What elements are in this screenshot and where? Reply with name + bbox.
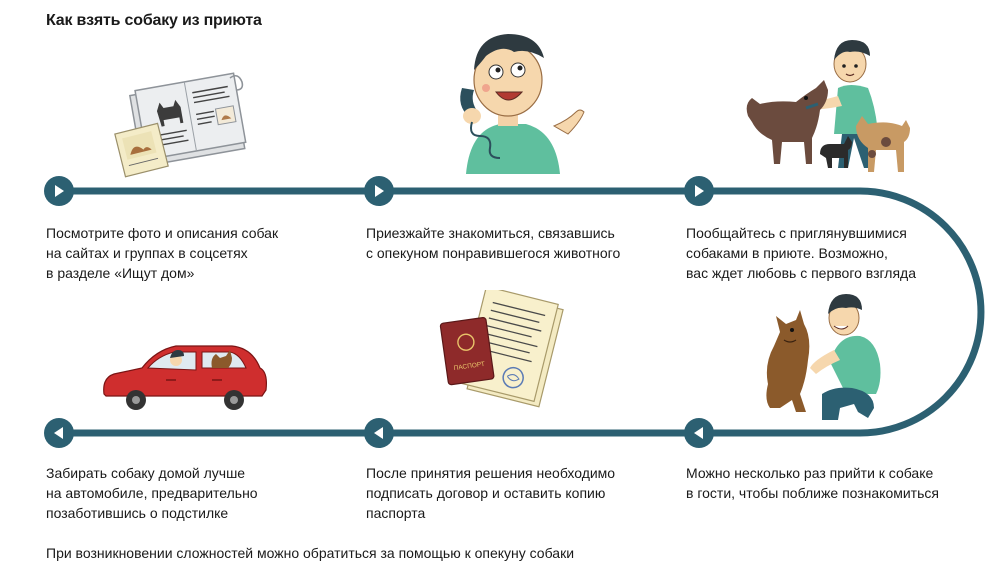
- play-right-icon: [375, 185, 384, 197]
- step-5-text: После принятия решения необходимо подпис…: [366, 463, 636, 523]
- step-1-line-3: в разделе «Ищут дом»: [46, 265, 195, 281]
- step-node-1: [44, 176, 74, 206]
- play-left-icon: [694, 427, 703, 439]
- man-hugging-dog-illustration: [766, 294, 881, 420]
- play-right-icon: [55, 185, 64, 197]
- step-5-line-1: После принятия решения необходимо: [366, 465, 616, 481]
- step-4-line-2: в гости, чтобы поближе познакомиться: [686, 485, 939, 501]
- step-1-line-1: Посмотрите фото и описания собак: [46, 225, 279, 241]
- man-with-dogs-illustration: [746, 40, 910, 172]
- step-3-line-1: Пообщайтесь с приглянувшимися: [686, 225, 907, 241]
- passport-contract-illustration: ПАСПОРТ: [439, 290, 564, 408]
- step-6-line-1: Забирать собаку домой лучше: [46, 465, 246, 481]
- red-car-illustration: [103, 345, 267, 410]
- step-node-6: [44, 418, 74, 448]
- step-5-line-2: подписать договор и оставить копию: [366, 485, 606, 501]
- play-right-icon: [695, 185, 704, 197]
- step-1-line-2: на сайтах и группах в соцсетях: [46, 245, 248, 261]
- track-turn-curve: [700, 187, 985, 437]
- step-3-line-3: вас ждет любовь с первого взгляда: [686, 265, 916, 281]
- step-3-text: Пообщайтесь с приглянувшимися собаками в…: [686, 223, 956, 283]
- step-1-text: Посмотрите фото и описания собак на сайт…: [46, 223, 316, 283]
- step-4-text: Можно несколько раз прийти к собаке в го…: [686, 463, 956, 503]
- step-node-2: [364, 176, 394, 206]
- step-2-line-2: с опекуном понравившегося животного: [366, 245, 621, 261]
- step-6-text: Забирать собаку домой лучше на автомобил…: [46, 463, 316, 523]
- play-left-icon: [54, 427, 63, 439]
- step-5-line-3: паспорта: [366, 505, 426, 521]
- step-3-line-2: собаками в приюте. Возможно,: [686, 245, 888, 261]
- step-4-line-1: Можно несколько раз прийти к собаке: [686, 465, 934, 481]
- step-6-line-2: на автомобиле, предварительно: [46, 485, 258, 501]
- passport-label: ПАСПОРТ: [453, 361, 485, 372]
- step-node-3: [684, 176, 714, 206]
- step-6-line-3: позаботившись о подстилке: [46, 505, 229, 521]
- step-node-4: [684, 418, 714, 448]
- footer-note: При возникновении сложностей можно обрат…: [46, 545, 575, 561]
- step-node-5: [364, 418, 394, 448]
- play-left-icon: [374, 427, 383, 439]
- magazines-illustration: [114, 72, 247, 178]
- man-on-phone-illustration: [460, 34, 585, 174]
- step-2-line-1: Приезжайте знакомиться, связавшись: [366, 225, 615, 241]
- step-2-text: Приезжайте знакомиться, связавшись с опе…: [366, 223, 636, 263]
- page-title: Как взять собаку из приюта: [46, 12, 262, 29]
